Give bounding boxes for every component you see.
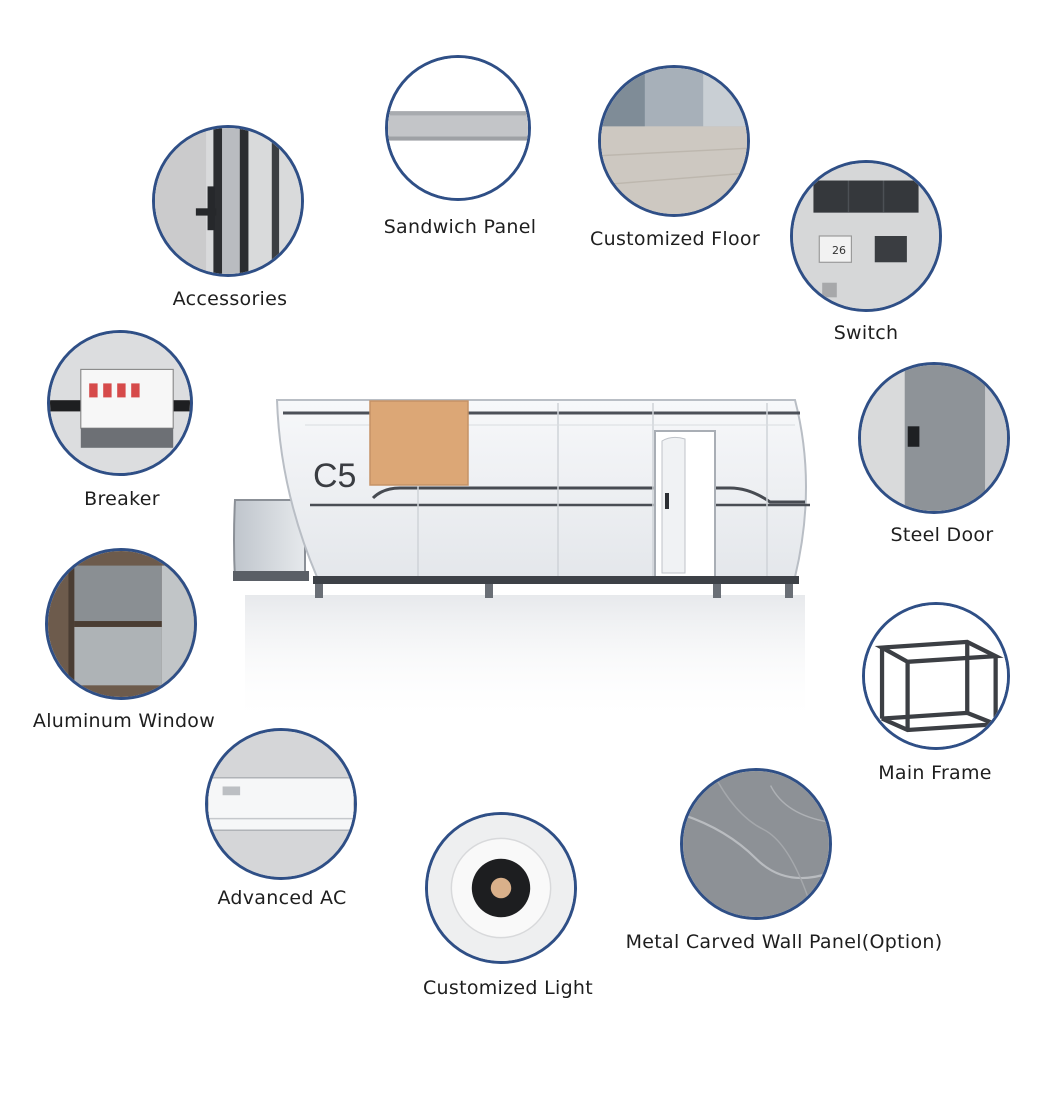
customized-floor-photo xyxy=(598,65,750,217)
feature-label: Steel Door xyxy=(890,524,994,546)
feature-label: Customized Floor xyxy=(590,228,760,250)
wall-panel-photo xyxy=(680,768,832,920)
accessories-photo xyxy=(152,125,304,277)
feature-label: Switch xyxy=(833,322,899,344)
model-label: C5 xyxy=(313,457,357,495)
breaker-photo xyxy=(47,330,193,476)
switch-photo: 26 xyxy=(790,160,942,312)
feature-label: Breaker xyxy=(84,488,160,510)
capsule-house-image: C5 xyxy=(225,395,825,725)
advanced-ac-photo xyxy=(205,728,357,880)
customized-light-photo xyxy=(425,812,577,964)
main-frame-photo xyxy=(862,602,1010,750)
feature-label: Sandwich Panel xyxy=(383,216,537,238)
steel-door-photo xyxy=(858,362,1010,514)
feature-label: Main Frame xyxy=(878,762,992,784)
feature-label: Metal Carved Wall Panel(Option) xyxy=(625,931,943,953)
sandwich-panel-photo xyxy=(385,55,531,201)
feature-label: Aluminum Window xyxy=(32,710,216,732)
feature-label: Advanced AC xyxy=(217,887,347,909)
thermostat-readout: 26 xyxy=(832,244,846,257)
feature-label: Accessories xyxy=(172,288,288,310)
aluminum-window-photo xyxy=(45,548,197,700)
feature-label: Customized Light xyxy=(422,977,594,999)
